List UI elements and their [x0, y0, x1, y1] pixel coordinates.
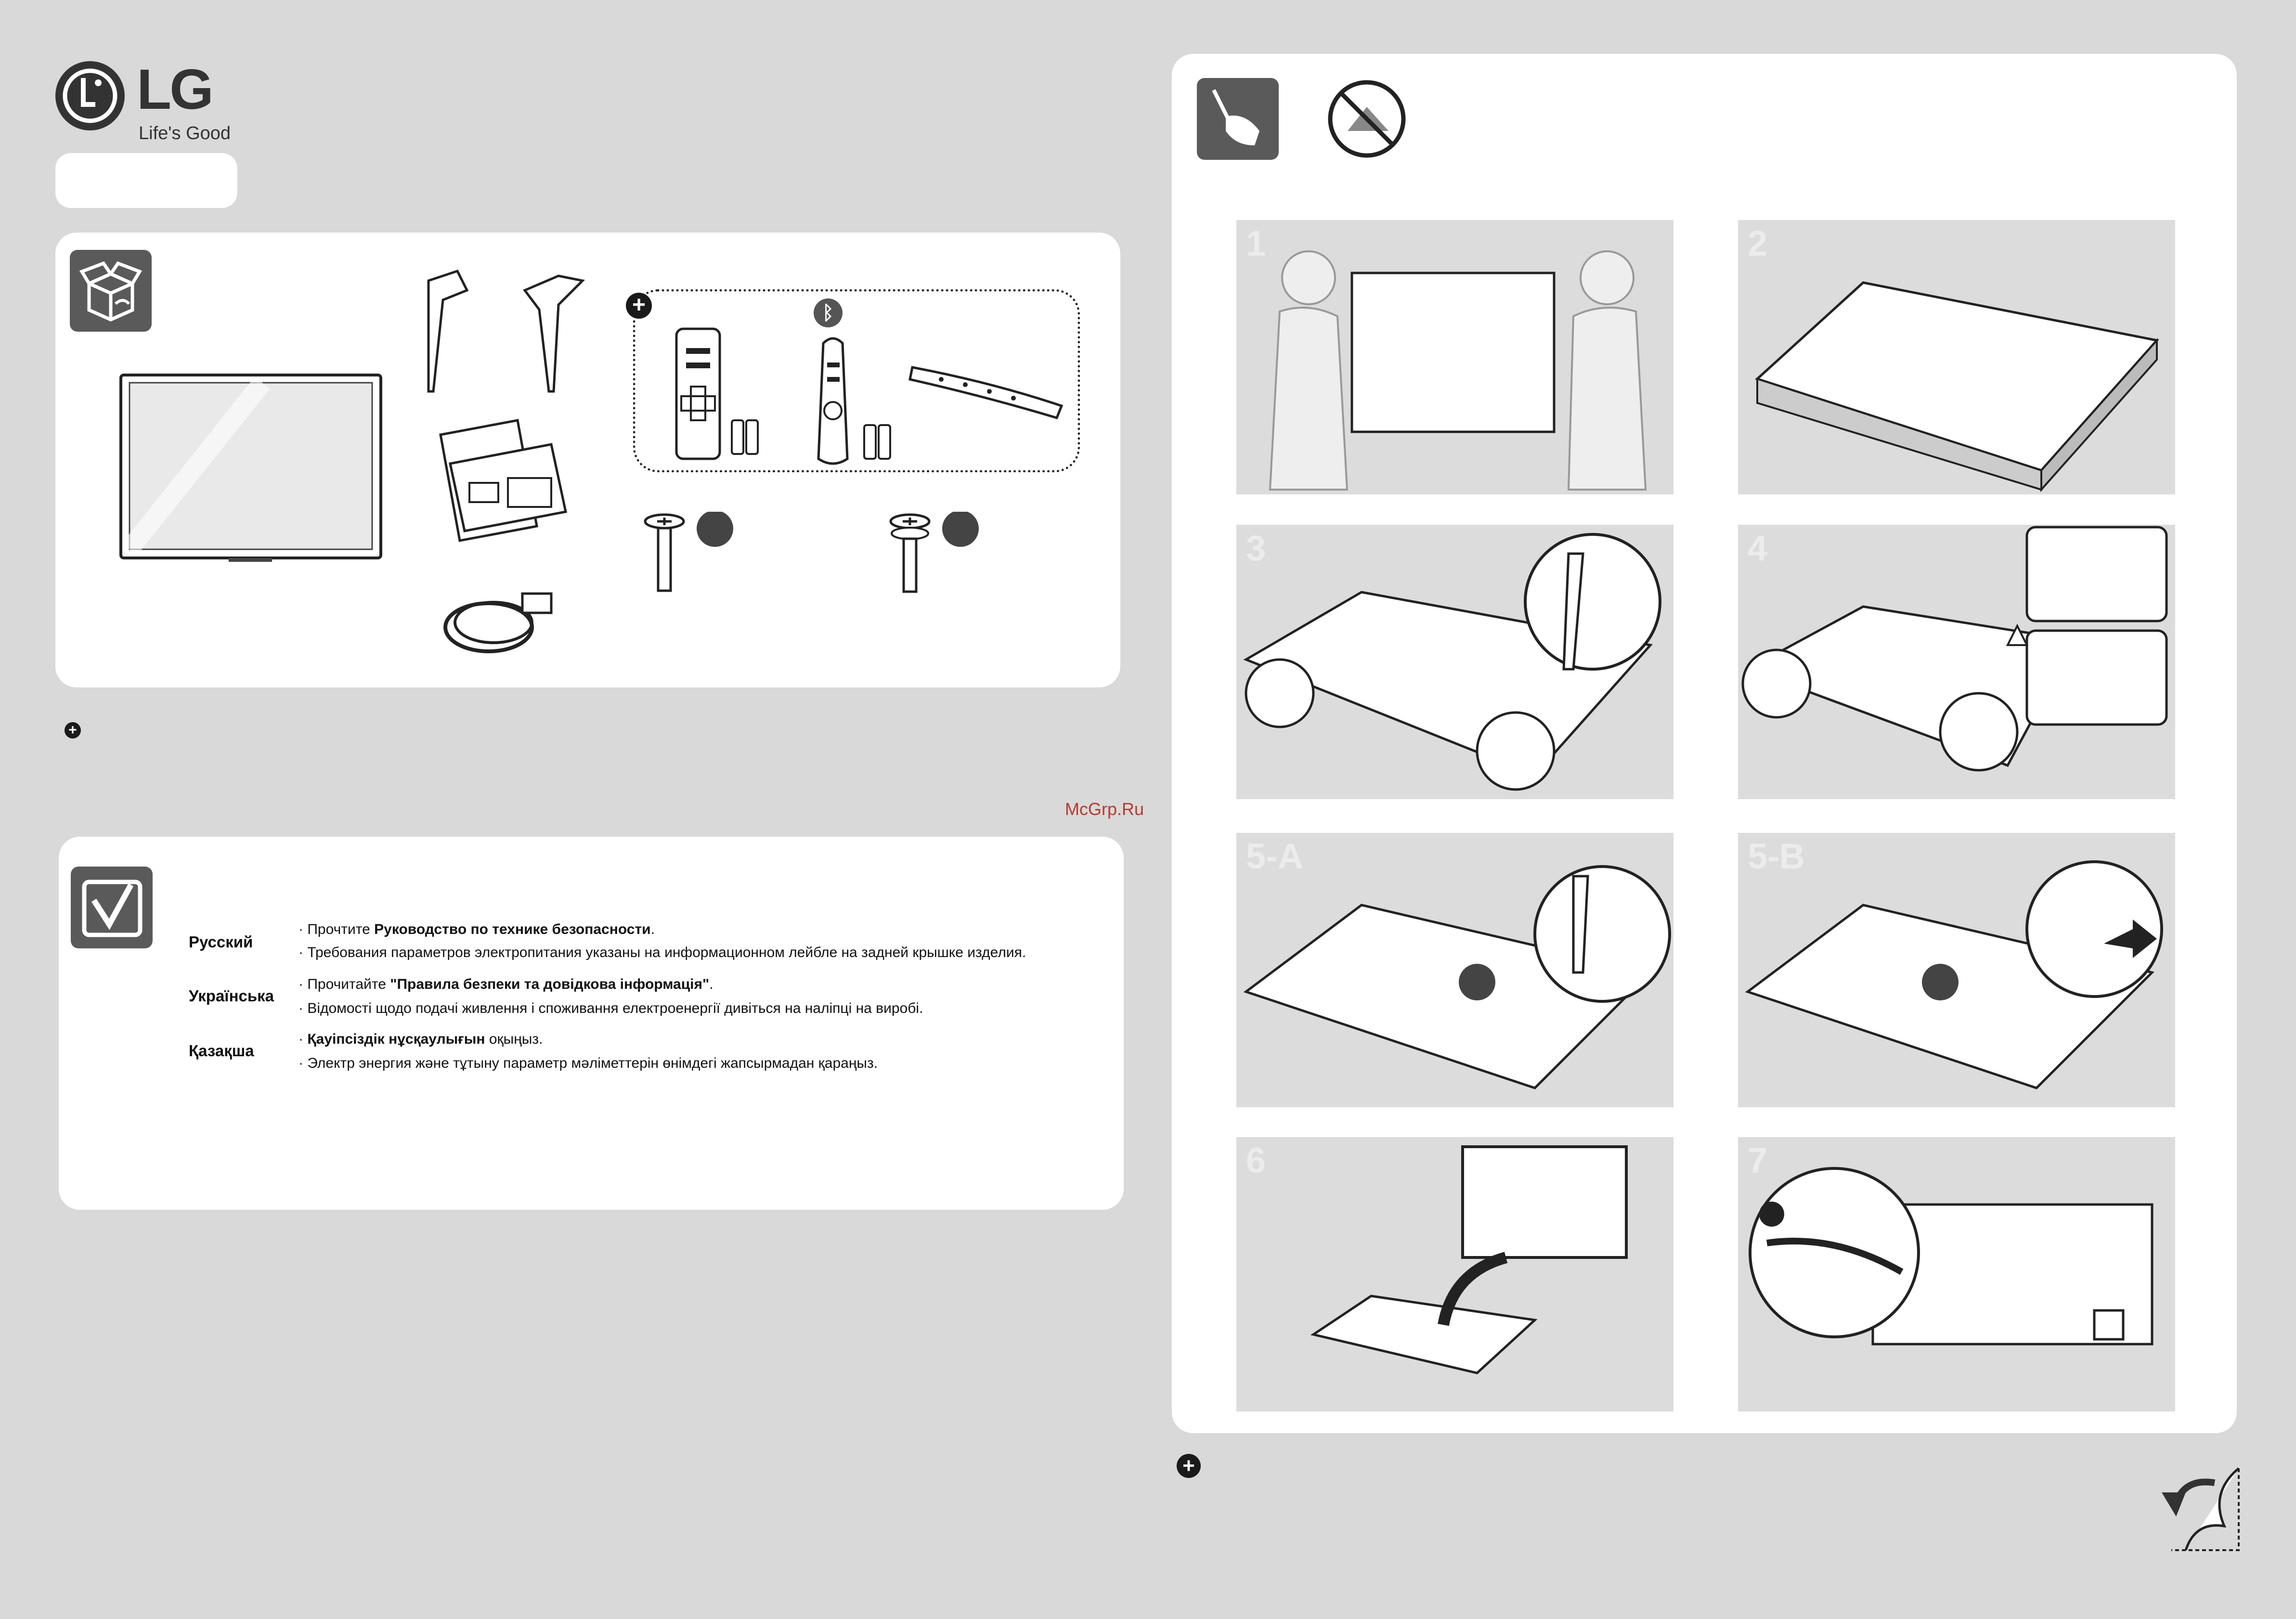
- step-1-drawing: [1269, 250, 1647, 491]
- step-2-number: 2: [1748, 223, 1768, 263]
- step-5b-illustration: 5-B: [1738, 833, 2175, 1107]
- step-7-illustration: 7: [1738, 1137, 2175, 1412]
- box-icon-tile: [70, 250, 152, 332]
- lg-circle-icon: [55, 61, 125, 130]
- magic-remote-illustration: [817, 337, 891, 465]
- step-2-illustration: 2: [1738, 220, 2175, 494]
- screw-a-illustration: [644, 512, 733, 592]
- russian-line-1-post: .: [650, 921, 655, 937]
- step-6-number: 6: [1246, 1140, 1266, 1180]
- open-box-icon: [79, 261, 143, 322]
- page-turn-icon: [2162, 1467, 2240, 1551]
- lang-ukrainian: Українська: [189, 987, 274, 1005]
- ukrainian-line-1-pre: · Прочитайте: [298, 976, 390, 992]
- screwdriver-icon-tile: [1197, 78, 1279, 160]
- step-2-drawing: [1755, 281, 2159, 492]
- step-5b-drawing: [1745, 860, 2163, 1089]
- screw-b-illustration: [889, 512, 979, 593]
- manual-illustration: [439, 419, 567, 542]
- step-1-number: 1: [1246, 223, 1266, 263]
- lang-russian: Русский: [189, 933, 253, 951]
- ukrainian-line-1: · Прочитайте "Правила безпеки та довідко…: [298, 976, 713, 993]
- safety-panel: Русский · Прочтите Руководство по техник…: [59, 837, 1124, 1210]
- russian-line-1-pre: · Прочтите: [298, 921, 375, 937]
- kazakh-line-1: · Қауіпсіздік нұсқаулығын оқыңыз.: [298, 1031, 543, 1048]
- russian-line-1: · Прочтите Руководство по технике безопа…: [298, 921, 655, 938]
- remote-control-illustration: [675, 327, 759, 460]
- lg-logo: LG Life's Good: [54, 57, 237, 148]
- step-4-illustration: 4: [1738, 525, 2175, 799]
- step-7-drawing: [1749, 1167, 2153, 1346]
- cable-holder-illustration: [908, 366, 1064, 420]
- step-7-number: 7: [1748, 1140, 1768, 1180]
- optional-plus-icon: +: [626, 293, 652, 319]
- kazakh-line-1-pre: ·: [298, 1031, 308, 1047]
- ukrainian-line-1-bold: "Правила безпеки та довідкова інформація…: [390, 976, 710, 992]
- russian-line-2: · Требования параметров электропитания у…: [298, 945, 1026, 960]
- lang-kazakh: Қазақша: [189, 1042, 254, 1060]
- step-1-illustration: 1: [1236, 220, 1673, 494]
- step-6-drawing: [1310, 1145, 1628, 1374]
- checkmark-icon-tile: [71, 867, 153, 948]
- assembly-note-plus-icon: +: [1177, 1454, 1201, 1478]
- tv-front-illustration: [119, 374, 382, 562]
- no-liquid-icon: [1328, 80, 1406, 158]
- ukrainian-line-1-post: .: [709, 976, 713, 992]
- stand-legs-illustration: [427, 269, 585, 393]
- step-4-drawing: [1741, 526, 2168, 772]
- step-3-drawing: [1243, 533, 1661, 791]
- bluetooth-icon: ᛒ: [814, 298, 843, 327]
- kazakh-line-2: · Электр энергия және тұтыну параметр мә…: [298, 1055, 878, 1071]
- optional-accessories-box: [633, 289, 1080, 472]
- ukrainian-line-2: · Відомості щодо подачі живлення і спожи…: [298, 1000, 923, 1016]
- russian-line-1-bold: Руководство по технике безопасности: [374, 921, 651, 937]
- screwdriver-icon: [1212, 89, 1259, 145]
- step-6-illustration: 6: [1236, 1137, 1673, 1412]
- power-cable-illustration: [443, 592, 553, 653]
- lg-wordmark: LG: [137, 58, 214, 121]
- step-5a-drawing: [1243, 865, 1671, 1089]
- step-3-illustration: 3: [1236, 525, 1673, 799]
- watermark-text: McGrp.Ru: [1065, 799, 1144, 819]
- model-label-box: [55, 153, 237, 208]
- checkmark-icon: [82, 880, 143, 937]
- kazakh-line-1-bold: Қауіпсіздік нұсқаулығын: [307, 1031, 485, 1047]
- contents-panel: + ᛒ: [55, 233, 1120, 687]
- step-4-number: 4: [1748, 528, 1768, 568]
- step-5b-number: 5-B: [1748, 836, 1805, 876]
- step-3-number: 3: [1246, 528, 1266, 568]
- lg-tagline: Life's Good: [139, 123, 231, 143]
- step-5a-number: 5-A: [1246, 836, 1304, 876]
- step-5a-illustration: 5-A: [1236, 833, 1673, 1107]
- kazakh-line-1-post: оқыңыз.: [485, 1031, 543, 1047]
- note-plus-icon: +: [65, 722, 81, 738]
